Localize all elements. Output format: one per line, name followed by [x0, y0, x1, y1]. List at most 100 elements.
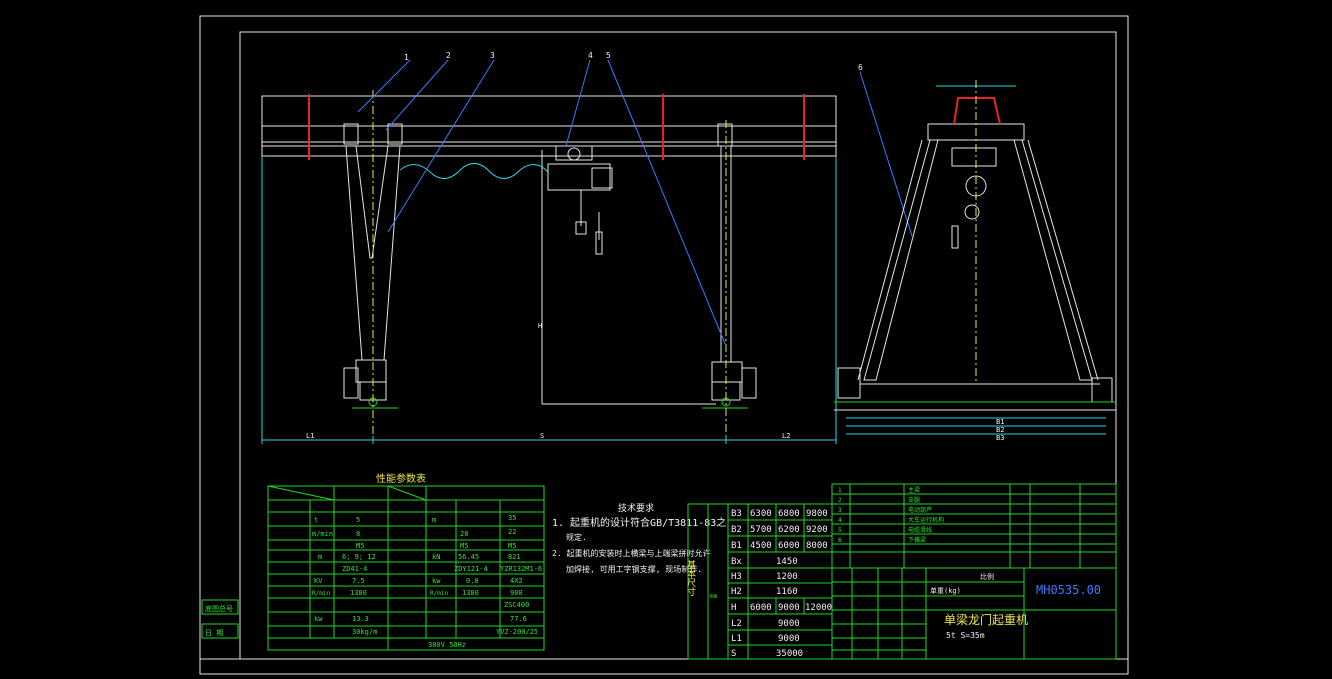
- dim-row5-v0: 1160: [776, 587, 798, 597]
- dim-H: H: [538, 322, 542, 330]
- dim-row0-key: B3: [731, 509, 742, 519]
- callout-3: 3: [490, 51, 495, 60]
- side-stamp-boxes: 底图总号 日 期: [201, 599, 239, 639]
- tech-item1b: 规定.: [566, 532, 587, 542]
- outer-border: [199, 15, 1129, 675]
- product-name: 单梁龙门起重机: [944, 612, 1028, 627]
- dim-row6-v0: 6000: [750, 603, 772, 613]
- title-label-scale: 比例: [980, 572, 994, 581]
- dim-row4-v0: 1200: [776, 572, 798, 582]
- dim-row8-v0: 9000: [778, 634, 800, 644]
- dim-row5-key: H2: [731, 587, 742, 597]
- perf-r3-1: M5: [460, 542, 468, 550]
- title-label-weight: 单重(kg): [930, 586, 961, 595]
- perf-r4-0: m: [318, 553, 322, 561]
- perf-r7-4: 908: [510, 589, 523, 597]
- part-row1-no: 2: [838, 497, 842, 504]
- perf-r6-0: KV: [314, 577, 323, 585]
- dimension-table: 基本尺寸 mm B3 6300 6800 9800 B2 5700 6200 9…: [685, 503, 833, 660]
- dim-L2: L2: [782, 432, 790, 440]
- spec-line: 5t S=35m: [946, 631, 985, 640]
- tech-item1: 1. 起重机的设计符合GB/T3811-83之: [552, 516, 726, 529]
- dim-row1-v1: 6200: [778, 525, 800, 535]
- dim-table-heading: 基本尺寸: [685, 559, 696, 596]
- tech-requirements: 技术要求 1. 起重机的设计符合GB/T3811-83之 规定. 2. 起重机的…: [552, 502, 726, 574]
- perf-r5-0: ZD41-4: [342, 565, 367, 573]
- perf-r7-3: 1380: [462, 589, 479, 597]
- perf-r1-3: 35: [508, 514, 516, 522]
- perf-r9-1: 13.3: [352, 615, 369, 623]
- perf-r5-2: YZR132M1-6: [500, 565, 542, 573]
- dim-row7-key: L2: [731, 619, 742, 629]
- front-view: L1 S L2 H 1 2 3 4 5 6: [261, 51, 913, 444]
- perf-r10-1: YVZ-200/25: [496, 628, 538, 636]
- part-row0-no: 1: [838, 487, 842, 494]
- dim-row2-key: B1: [731, 541, 742, 551]
- dim-row6-v2: 12000: [805, 603, 832, 613]
- perf-r6-1: 7.5: [352, 577, 365, 585]
- dim-B3: B3: [996, 434, 1004, 442]
- dim-row1-v2: 9200: [806, 525, 828, 535]
- perf-r4-4: 821: [508, 553, 521, 561]
- dim-B2: B2: [996, 426, 1004, 434]
- part-row4-name: 电缆滑线: [908, 526, 932, 534]
- title-block: 1 主梁 2 支腿 3 电动葫芦 4 大车运行机构 5 电缆滑线 6 下横梁 单…: [831, 483, 1117, 660]
- dim-row6-v1: 9000: [778, 603, 800, 613]
- side-label-0: 底图总号: [205, 604, 233, 613]
- callout-5: 5: [606, 51, 611, 60]
- perf-r6-4: 4X2: [510, 577, 523, 585]
- perf-r7-2: R/min: [430, 590, 448, 597]
- perf-r3-0: M5: [356, 542, 364, 550]
- dim-row3-v0: 1450: [776, 557, 798, 567]
- part-row5-no: 6: [838, 537, 842, 544]
- dim-L1: L1: [306, 432, 314, 440]
- perf-r6-3: 0.8: [466, 577, 479, 585]
- perf-r4-2: kN: [432, 553, 440, 561]
- dim-S: S: [540, 432, 544, 440]
- side-label-1: 日 期: [205, 629, 223, 637]
- perf-r8-0: ZSC400: [504, 601, 529, 609]
- part-row1-name: 支腿: [908, 496, 920, 504]
- dim-row4-key: H3: [731, 572, 742, 582]
- dim-row2-v2: 8000: [806, 541, 828, 551]
- dim-row0-v2: 9800: [806, 509, 828, 519]
- perf-r7-1: 1380: [350, 589, 367, 597]
- side-view: B1 B2 B3: [834, 80, 1116, 442]
- dim-row0-v1: 6800: [778, 509, 800, 519]
- perf-r1-0: t: [314, 516, 318, 524]
- dim-row3-key: Bx: [731, 557, 742, 567]
- dim-table-side: mm: [710, 593, 718, 600]
- perf-r9-0: kw: [314, 615, 323, 623]
- dim-row6-key: H: [731, 603, 736, 613]
- perf-r1-1: 5: [356, 516, 360, 524]
- tech-item2: 2. 起重机的安装时上横梁与上端梁拼时允许: [552, 548, 710, 558]
- dim-row9-key: S: [731, 649, 736, 659]
- performance-table: 性能参数表 t 5 m 35 m/min 8 20 22 M5 M5 M5 m: [267, 472, 545, 651]
- tech-heading: 技术要求: [618, 502, 654, 514]
- part-row3-name: 大车运行机构: [908, 516, 944, 524]
- perf-r2-2: 20: [460, 530, 468, 538]
- part-row2-name: 电动葫芦: [908, 506, 932, 514]
- part-row4-no: 5: [838, 527, 842, 534]
- dim-row7-v0: 9000: [778, 619, 800, 629]
- dim-row8-key: L1: [731, 634, 742, 644]
- callout-4: 4: [588, 51, 593, 60]
- dim-B1: B1: [996, 418, 1004, 426]
- callout-6: 6: [858, 63, 863, 72]
- callout-2: 2: [446, 51, 451, 60]
- drawing-number: MH0535.00: [1036, 583, 1101, 597]
- callout-1: 1: [404, 53, 409, 62]
- perf-r10-0: 30kg/m: [352, 628, 377, 636]
- dim-row1-key: B2: [731, 525, 742, 535]
- perf-r9-2: 77.6: [510, 615, 527, 623]
- perf-r4-1: 6; 9; 12: [342, 553, 376, 561]
- perf-r6-2: kw: [432, 577, 441, 585]
- perf-r5-1: ZDY121-4: [454, 565, 488, 573]
- perf-r3-2: M5: [508, 542, 516, 550]
- dim-row2-v0: 4500: [750, 541, 772, 551]
- cable-festoon: [399, 163, 549, 179]
- part-row5-name: 下横梁: [908, 536, 926, 544]
- part-row3-no: 4: [838, 517, 842, 524]
- perf-r4-3: 56.45: [458, 553, 479, 561]
